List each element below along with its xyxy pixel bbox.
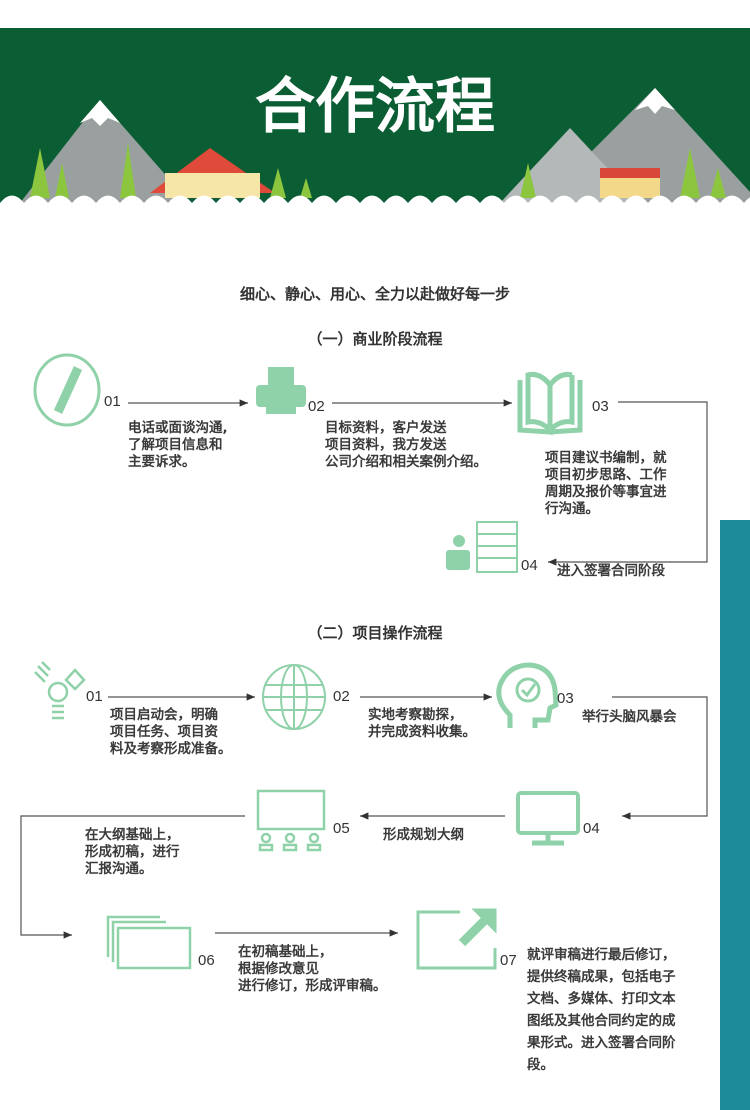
op-step7-text: 就评审稿进行最后修订， 提供终稿成果，包括电子 文档、多媒体、打印文本 图纸及其…: [527, 947, 676, 1073]
header-banner: 合作流程: [0, 28, 750, 203]
mountain-landscape-illustration: [0, 88, 750, 203]
op-step1-number: 01: [86, 688, 103, 705]
lightbulb-icon: [34, 661, 86, 720]
tagline: 细心、静心、用心、全力以赴做好每一步: [239, 285, 510, 303]
op-step2-text: 实地考察勘探， 并完成资料收集。: [368, 707, 476, 740]
op-step4-text: 形成规划大纲: [383, 827, 464, 843]
step2-text: 目标资料，客户发送 项目资料，我方发送 公司介绍和相关案例介绍。: [325, 420, 487, 470]
op-step4-number: 04: [583, 820, 600, 837]
contract-icon: [446, 521, 518, 573]
op-step7-number: 07: [500, 952, 517, 969]
step1-text: 电话或面谈沟通, 了解项目信息和 主要诉求。: [128, 420, 228, 470]
step1-number: 01: [104, 393, 121, 410]
step3-number: 03: [592, 398, 609, 415]
printer-icon: [256, 367, 306, 414]
op-step2-number: 02: [333, 688, 350, 705]
book-icon: [517, 372, 583, 437]
op-step3-text: 举行头脑风暴会: [582, 709, 677, 725]
op-step5-text: 在大纲基础上， 形成初稿，进行 汇报沟通。: [85, 827, 180, 877]
op-step5-number: 05: [333, 820, 350, 837]
op-step3-number: 03: [557, 690, 574, 707]
brain-icon: [496, 662, 559, 728]
accent-side-bar: [720, 520, 750, 1110]
op-step6-number: 06: [198, 952, 215, 969]
page-title: 合作流程: [255, 72, 495, 142]
export-icon: [416, 908, 497, 970]
step3-text: 项目建议书编制，就 项目初步思路、工作 周期及报价等事宜进 行沟通。: [545, 450, 667, 517]
step2-number: 02: [308, 398, 325, 415]
section2-heading: （二）项目操作流程: [307, 624, 443, 642]
presentation-icon: [256, 789, 326, 852]
monitor-icon: [516, 791, 580, 846]
drafts-icon: [106, 915, 192, 970]
section1-heading: （一）商业阶段流程: [307, 330, 443, 348]
step4-number: 04: [521, 557, 538, 574]
globe-icon: [262, 664, 326, 730]
step4-text: 进入签署合同阶段: [557, 563, 665, 579]
op-step6-text: 在初稿基础上， 根据修改意见 进行修订，形成评审稿。: [238, 944, 387, 994]
phone-icon: [33, 353, 101, 427]
op-step1-text: 项目启动会，明确 项目任务、项目资 料及考察形成准备。: [110, 707, 232, 757]
